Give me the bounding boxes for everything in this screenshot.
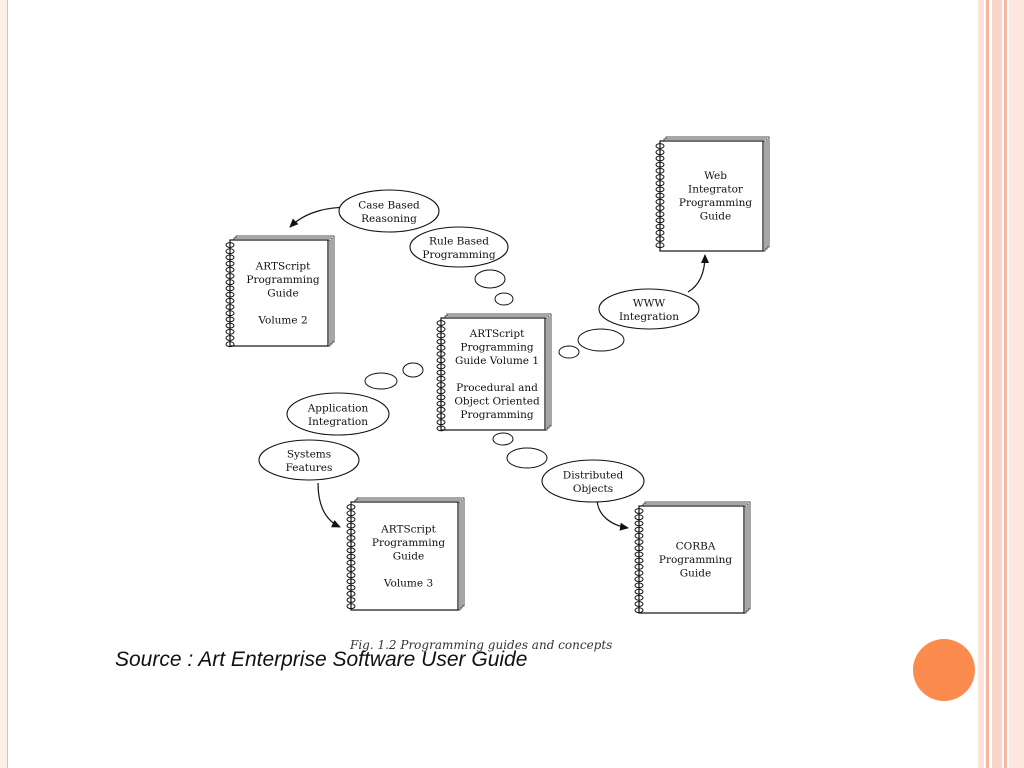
bubble-label-line: Integration xyxy=(619,311,679,323)
book-label-line: Programming xyxy=(372,537,445,549)
book-label-line: Guide xyxy=(700,211,731,223)
bubble-label-line: Integration xyxy=(308,416,368,428)
bubble-label-line: WWW xyxy=(633,297,666,309)
thought-bubble-dot xyxy=(492,432,514,446)
thought-bubble-dot xyxy=(558,345,580,359)
book-label-line: Guide Volume 1 xyxy=(455,355,539,367)
bubble-label-line: Distributed xyxy=(563,469,624,481)
book-label-line: Programming xyxy=(659,554,732,566)
figure-caption: Fig. 1.2 Programming guides and concepts xyxy=(349,638,612,652)
book-label-line: Programming xyxy=(460,409,533,421)
bubble-label-line: Application xyxy=(307,402,369,414)
bubble-label-line: Reasoning xyxy=(361,213,417,225)
book-label-line: Integrator xyxy=(688,184,744,196)
book-label-line: Programming xyxy=(246,274,319,286)
book-label-line: Guide xyxy=(393,550,424,562)
book-label-line: Procedural and xyxy=(456,382,538,394)
left-frame-border xyxy=(0,0,8,768)
bubble-label-line: Features xyxy=(286,462,333,474)
bubble-www-integration: WWW Integration xyxy=(598,288,700,330)
book-label-line: ARTScript xyxy=(380,523,436,535)
thought-bubble-dot xyxy=(506,447,548,469)
thought-bubble-dot xyxy=(494,292,514,306)
thought-bubble-dot xyxy=(402,362,424,378)
thought-bubble-dot xyxy=(577,328,625,352)
book-label-line: Programming xyxy=(679,197,752,209)
book-label-line: Guide xyxy=(680,567,711,579)
thought-bubble-dot xyxy=(474,269,506,289)
bubble-label-line: Case Based xyxy=(358,199,420,211)
right-frame-border xyxy=(978,0,1024,768)
book-label-line: Guide xyxy=(267,287,298,299)
book-label-line: CORBA xyxy=(676,540,716,552)
arrow-to-web-guide xyxy=(687,254,709,293)
book-label-line: Object Oriented xyxy=(454,395,540,407)
book-label-line: Web xyxy=(704,170,727,182)
book-label-line: Programming xyxy=(460,341,533,353)
orange-decoration-dot xyxy=(913,639,975,701)
bubble-label-line: Systems xyxy=(287,448,331,460)
thought-trail-ellipses xyxy=(364,269,625,469)
bubble-label-line: Programming xyxy=(422,249,495,261)
book-label-line: ARTScript xyxy=(469,328,525,340)
book-label-line: Volume 2 xyxy=(257,314,307,326)
arrow-to-corba-guide xyxy=(596,499,629,531)
book-label-line: ARTScript xyxy=(255,260,311,272)
bubble-label-line: Rule Based xyxy=(429,235,489,247)
source-text: Source : Art Enterprise Software User Gu… xyxy=(115,648,528,671)
book-label-line: Volume 3 xyxy=(383,577,433,589)
arrow-to-volume-3 xyxy=(317,482,341,528)
thought-bubble-dot xyxy=(364,372,398,390)
bubble-label-line: Objects xyxy=(573,483,613,495)
